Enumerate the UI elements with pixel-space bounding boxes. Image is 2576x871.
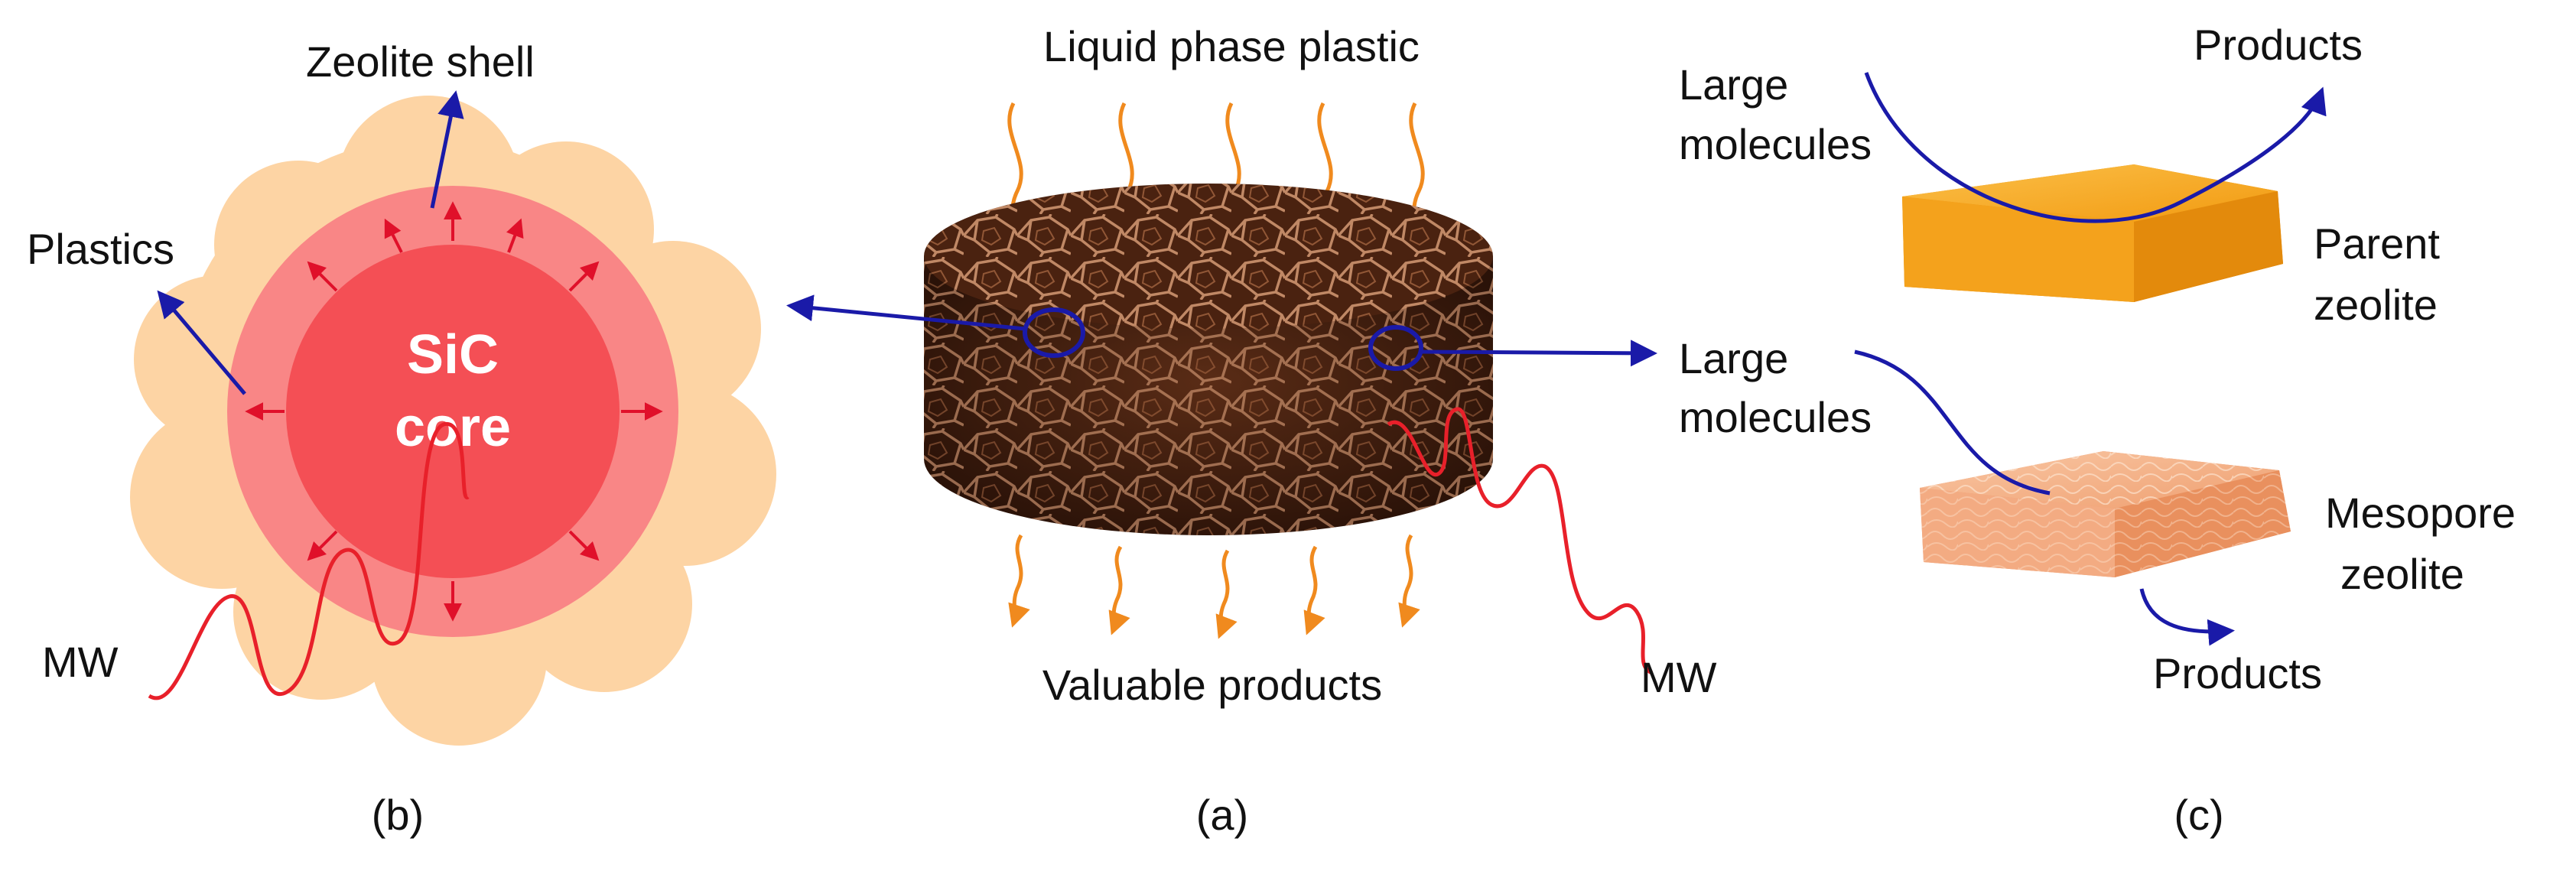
caption-b: (b) — [372, 791, 424, 839]
bottom-large-molecules-line1: Large — [1679, 334, 1788, 382]
outgoing-product-arrows — [1008, 534, 1420, 639]
parent-zeolite-crystal — [1902, 164, 2283, 302]
caption-a: (a) — [1196, 791, 1248, 839]
mw-wave-a — [1387, 407, 1654, 675]
mw-wave-b — [148, 422, 470, 700]
mw-label-b: MW — [42, 638, 119, 686]
mw-label-a: MW — [1641, 653, 1717, 701]
sic-foam-cylinder — [924, 184, 1493, 535]
parent-zeolite-line1: Parent — [2314, 219, 2440, 268]
plastics-label: Plastics — [27, 225, 174, 273]
liquid-phase-plastic-label: Liquid phase plastic — [1043, 22, 1420, 70]
zoom-connector-right — [1420, 340, 1657, 367]
mesopore-zeolite-crystal — [1920, 451, 2291, 577]
sic-core-label-line1: SiC — [407, 324, 499, 385]
bottom-large-molecules-line2: molecules — [1679, 393, 1872, 441]
mesopore-zeolite-line2: zeolite — [2340, 550, 2464, 598]
sic-core-circle — [286, 245, 620, 578]
caption-c: (c) — [2174, 791, 2223, 839]
top-large-molecules-line2: molecules — [1679, 120, 1872, 168]
zeolite-shell-pointer — [430, 90, 464, 209]
panel-c-zeolites: Large molecules Products Parent zeolite … — [1679, 21, 2516, 839]
panel-b-core-shell: SiC core Zeolite shell Plastics MW (b) — [27, 37, 776, 839]
zoom-circle-right — [1368, 325, 1423, 371]
top-products-label: Products — [2194, 21, 2363, 69]
radial-heat-arrows — [245, 201, 663, 622]
zoom-connector-left — [786, 294, 1026, 331]
zeolite-shell-label: Zeolite shell — [306, 37, 535, 86]
parent-zeolite-line2: zeolite — [2314, 281, 2438, 329]
bottom-molecule-outlet-path — [2139, 588, 2235, 646]
mesopore-zeolite-line1: Mesopore — [2325, 489, 2516, 537]
panel-a-foam-reactor: Liquid phase plastic Valuable products — [786, 22, 1717, 839]
bottom-products-label: Products — [2153, 649, 2322, 697]
plastics-pointer — [157, 290, 246, 395]
zoom-circle-left — [1023, 307, 1085, 358]
top-large-molecules-line1: Large — [1679, 60, 1788, 109]
top-molecule-path — [1864, 72, 2327, 223]
valuable-products-label: Valuable products — [1042, 661, 1382, 709]
bottom-molecule-inlet-path — [1854, 349, 2051, 496]
